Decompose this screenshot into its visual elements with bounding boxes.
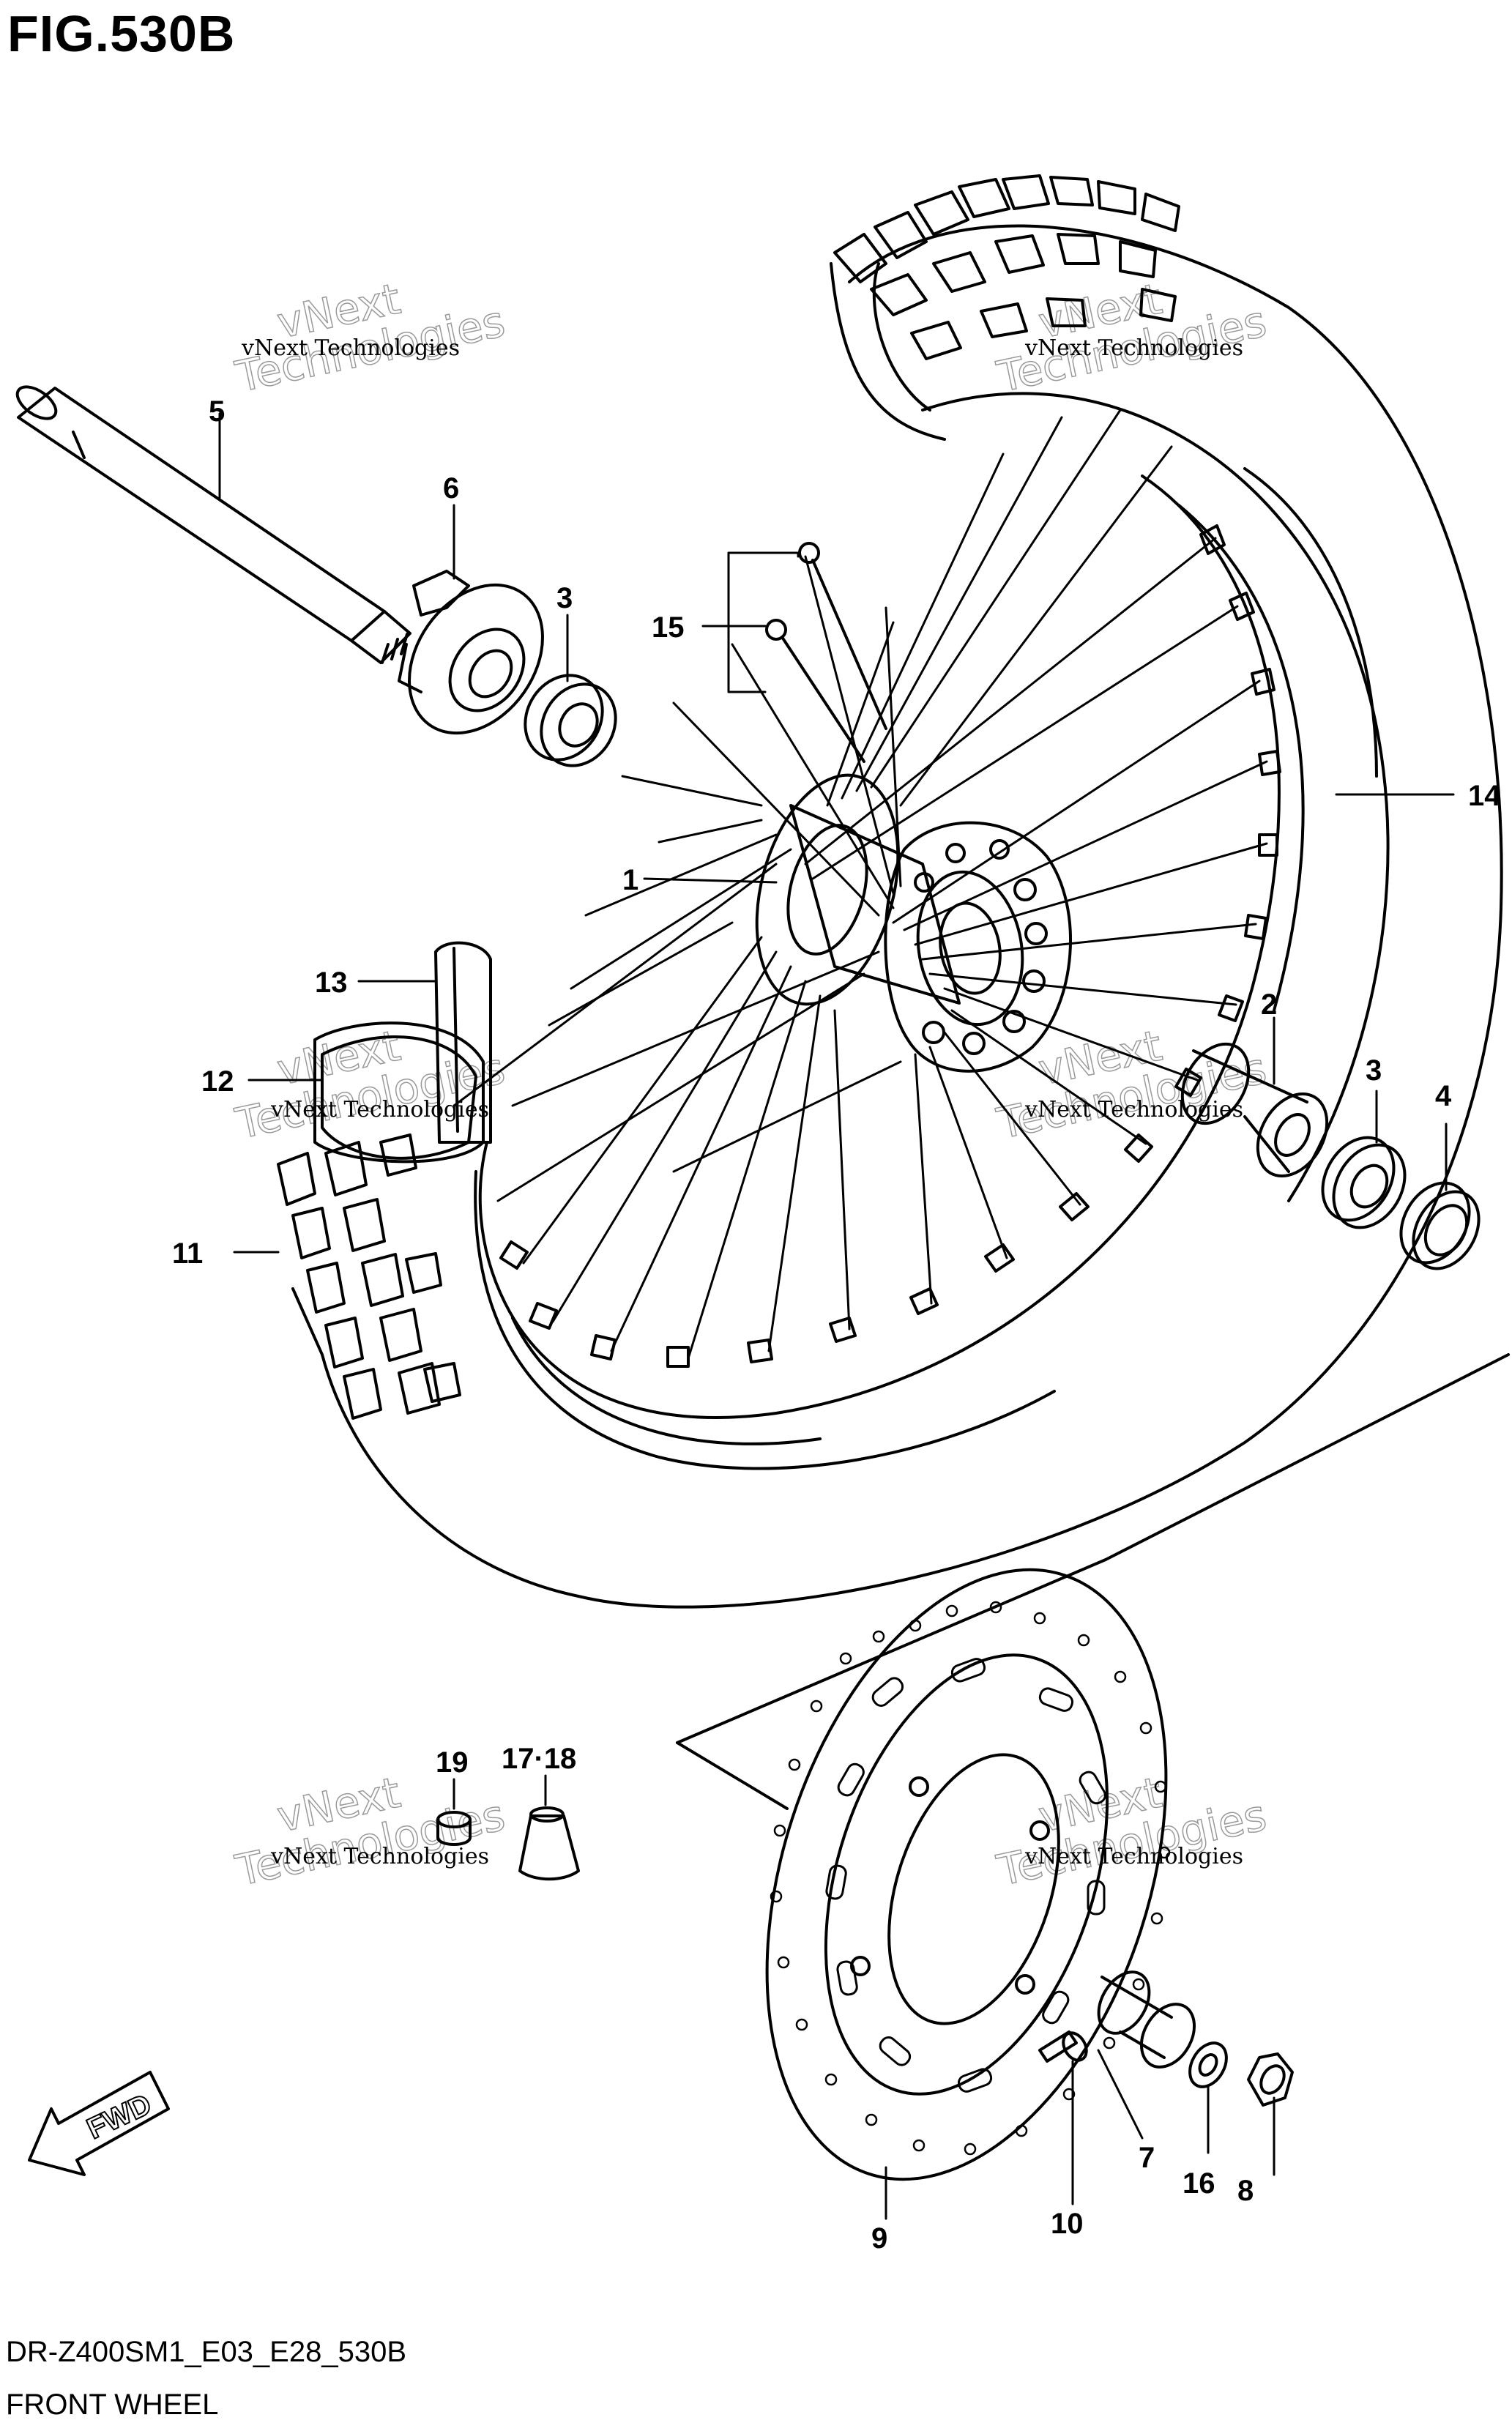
spacer: [1180, 1042, 1329, 1178]
disc-spacer: [1097, 1970, 1196, 2069]
tube: [321, 1035, 477, 1160]
front-axle: [15, 385, 411, 664]
callout-3-lower: 3: [1366, 1054, 1382, 1087]
callout-1: 1: [622, 864, 638, 896]
disc-slots: [825, 1658, 1106, 2093]
rim-band: [434, 941, 492, 1144]
callout-19: 19: [436, 1746, 469, 1779]
tire: [277, 174, 1503, 1609]
rim-nipples: [499, 524, 1281, 1368]
brake-disc: [765, 1568, 1171, 2181]
callout-13: 13: [315, 967, 348, 999]
hub-to-disc-line: [676, 1558, 1107, 1744]
rim: [478, 474, 1305, 1445]
leader-lines: [218, 412, 1455, 2220]
disc-holes: [770, 1601, 1171, 2156]
hub-to-disc-line: [1104, 1353, 1510, 1561]
callout-12: 12: [201, 1065, 234, 1098]
axle-nut: [1247, 2052, 1294, 2107]
oil-seal: [1399, 1181, 1481, 1270]
fwd-arrow: [28, 2071, 170, 2176]
hub: [755, 773, 1072, 1073]
watermark: vNext Technologies: [992, 1767, 1271, 1896]
tire-tread-left: [277, 1133, 461, 1420]
watermark-text: vNext Technologies: [241, 335, 460, 361]
callout-labels: 1 2 3 3 4 5 6 7 8 9 10 11 12 13 14 15 16…: [172, 395, 1501, 2255]
washer: [1188, 2041, 1228, 2088]
callout-17-18: 17·18: [502, 1743, 576, 1775]
figure-code: DR-Z400SM1_E03_E28_530B: [6, 2336, 407, 2368]
callout-5: 5: [209, 395, 225, 428]
callout-10: 10: [1051, 2208, 1084, 2240]
air-valve: [765, 542, 887, 763]
callout-16: 16: [1183, 2167, 1215, 2200]
watermark-text: vNext Technologies: [1024, 1844, 1243, 1869]
callout-14: 14: [1468, 780, 1501, 812]
watermark: vNext Technologies: [231, 1020, 510, 1150]
watermarks: vNext Technologies vNext Technologies vN…: [231, 273, 1271, 1896]
bearing-upper: [524, 674, 617, 767]
bearing-lower: [1321, 1136, 1407, 1229]
callout-4: 4: [1435, 1080, 1452, 1112]
hub-to-disc-line: [676, 1741, 789, 1810]
watermark: vNext Technologies: [231, 273, 510, 403]
figure-title: FIG.530B: [7, 5, 236, 62]
callout-7: 7: [1139, 2142, 1155, 2174]
watermark-text: vNext Technologies: [270, 1844, 489, 1869]
callout-2: 2: [1261, 989, 1277, 1021]
valve-cap: [436, 1811, 472, 1846]
figure-name: FRONT WHEEL: [6, 2389, 219, 2421]
callout-11: 11: [172, 1237, 203, 1270]
watermark-text: vNext Technologies: [270, 1097, 489, 1123]
hub-bolt-holes: [914, 839, 1048, 1055]
callout-9: 9: [871, 2222, 887, 2255]
tire-tread-top: [833, 174, 1180, 360]
callout-3-upper: 3: [556, 582, 573, 614]
balancer: [518, 1806, 580, 1881]
callout-8: 8: [1237, 2175, 1254, 2207]
gearbox: [398, 570, 544, 735]
disc-bolt: [1038, 2030, 1088, 2063]
watermark: vNext Technologies: [992, 1020, 1271, 1150]
watermark-text: vNext Technologies: [1024, 1097, 1243, 1123]
callout-15: 15: [652, 611, 685, 644]
spokes: [453, 409, 1268, 1360]
watermark-text: vNext Technologies: [1024, 335, 1243, 361]
callout-6: 6: [443, 472, 459, 505]
